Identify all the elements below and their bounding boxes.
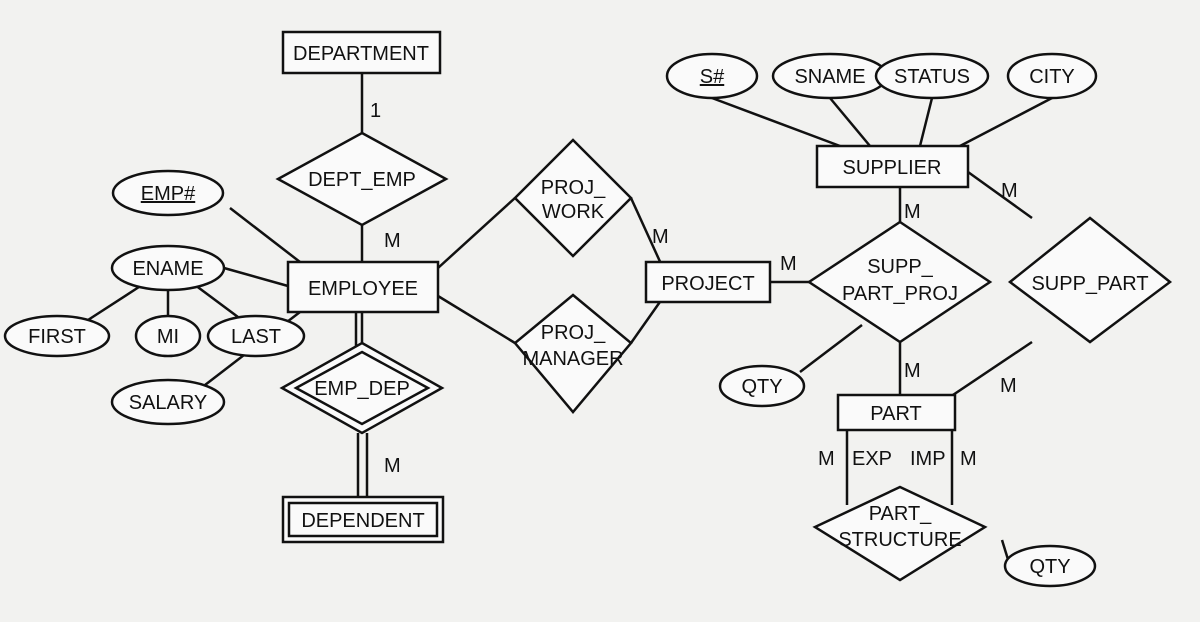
cardinality-supp-part-part: M (1000, 375, 1017, 397)
edge-first (87, 283, 143, 322)
relationship-emp-dep: EMP_DEP (279, 341, 445, 435)
relationship-proj-work: PROJ_ WORK (513, 138, 633, 258)
attribute-s-num-label: S# (700, 66, 725, 88)
attribute-city: CITY (1006, 52, 1098, 100)
attribute-first: FIRST (3, 314, 111, 358)
cardinality-supp-part-supplier: M (1001, 180, 1018, 202)
edge-ename (223, 266, 289, 288)
relationship-proj-manager-label-2: MANAGER (522, 348, 623, 370)
cardinality-proj-work-many: M (652, 226, 669, 248)
attribute-s-num: S# (665, 52, 759, 100)
attribute-status: STATUS (874, 52, 990, 100)
entity-dependent-label: DEPENDENT (301, 510, 424, 532)
attribute-mi-label: MI (157, 326, 179, 348)
entity-employee: EMPLOYEE (286, 260, 440, 314)
role-label-imp: IMP (910, 448, 946, 470)
edge-status (918, 97, 934, 147)
relationship-part-structure: PART_ STRUCTURE (812, 485, 988, 582)
relationship-proj-work-label-2: WORK (542, 201, 605, 223)
cardinality-part-structure-imp: M (960, 448, 977, 470)
edge-emp-num (229, 207, 301, 263)
edge-employee-proj-manager (437, 294, 516, 345)
cardinality-supp-part-proj-supplier: M (904, 201, 921, 223)
relationship-proj-manager-label-1: PROJ_ (541, 322, 606, 344)
relationship-dept-emp: DEPT_EMP (275, 131, 449, 227)
entity-part: PART (836, 393, 957, 432)
relationship-supp-part-proj-label-2: PART_PROJ (842, 283, 958, 305)
attribute-salary: SALARY (110, 378, 226, 426)
entity-supplier-label: SUPPLIER (843, 157, 942, 179)
relationship-supp-part-label: SUPP_PART (1031, 273, 1148, 295)
entity-project-label: PROJECT (661, 273, 754, 295)
entity-part-label: PART (870, 403, 922, 425)
attribute-first-label: FIRST (28, 326, 86, 348)
attribute-ename: ENAME (110, 244, 226, 292)
edge-proj-manager-project (629, 298, 664, 344)
attribute-status-label: STATUS (894, 66, 970, 88)
attribute-qty-ps-label: QTY (1029, 556, 1070, 578)
cardinality-part-structure-exp: M (818, 448, 835, 470)
attribute-sname: SNAME (771, 52, 889, 100)
attribute-last: LAST (206, 314, 306, 358)
cardinality-supp-part-proj-part: M (904, 360, 921, 382)
attribute-qty-spp: QTY (718, 364, 806, 408)
cardinality-labels: 1 M M M M M M M M M M EXP IMP (370, 100, 1018, 477)
relationship-supp-part-proj: SUPP_ PART_PROJ (806, 220, 993, 344)
cardinality-dept-emp-many: M (384, 230, 401, 252)
attribute-emp-num-label: EMP# (141, 183, 196, 205)
attribute-salary-label: SALARY (129, 392, 208, 414)
cardinality-emp-dep-many: M (384, 455, 401, 477)
edge-supplier-supp-part (967, 170, 1033, 220)
relationship-emp-dep-label: EMP_DEP (314, 378, 410, 400)
entity-dependent: DEPENDENT (281, 495, 445, 544)
edge-sname (829, 97, 871, 147)
attribute-ename-label: ENAME (132, 258, 203, 280)
relationship-proj-work-label-1: PROJ_ (541, 177, 606, 199)
attribute-qty-spp-label: QTY (741, 376, 782, 398)
entity-supplier: SUPPLIER (815, 144, 970, 189)
edge-employee-proj-work (437, 197, 516, 269)
cardinality-dept-emp-one: 1 (370, 100, 381, 122)
edge-s-num (711, 96, 841, 148)
relationship-part-structure-label-2: STRUCTURE (838, 529, 961, 551)
relationship-supp-part-proj-label-1: SUPP_ (867, 256, 933, 278)
attribute-last-label: LAST (231, 326, 281, 348)
entity-department-label: DEPARTMENT (293, 43, 429, 65)
edge-last (194, 283, 243, 322)
relationship-dept-emp-label: DEPT_EMP (308, 169, 416, 191)
edge-proj-work-project (629, 197, 664, 267)
entity-employee-label: EMPLOYEE (308, 278, 418, 300)
cardinality-supp-part-proj-project: M (780, 253, 797, 275)
attribute-emp-num: EMP# (111, 169, 225, 217)
relationship-part-structure-label-1: PART_ (869, 503, 932, 525)
relationship-proj-manager: PROJ_ MANAGER (513, 293, 633, 414)
entity-project: PROJECT (644, 260, 772, 304)
role-label-exp: EXP (852, 448, 892, 470)
attribute-mi: MI (134, 314, 202, 358)
attribute-city-label: CITY (1029, 66, 1075, 88)
edge-city (959, 96, 1053, 148)
attribute-qty-ps: QTY (1003, 544, 1097, 588)
entity-department: DEPARTMENT (281, 30, 442, 75)
relationship-supp-part: SUPP_PART (1007, 216, 1173, 344)
edge-qty-spp (799, 324, 863, 373)
attribute-sname-label: SNAME (794, 66, 865, 88)
